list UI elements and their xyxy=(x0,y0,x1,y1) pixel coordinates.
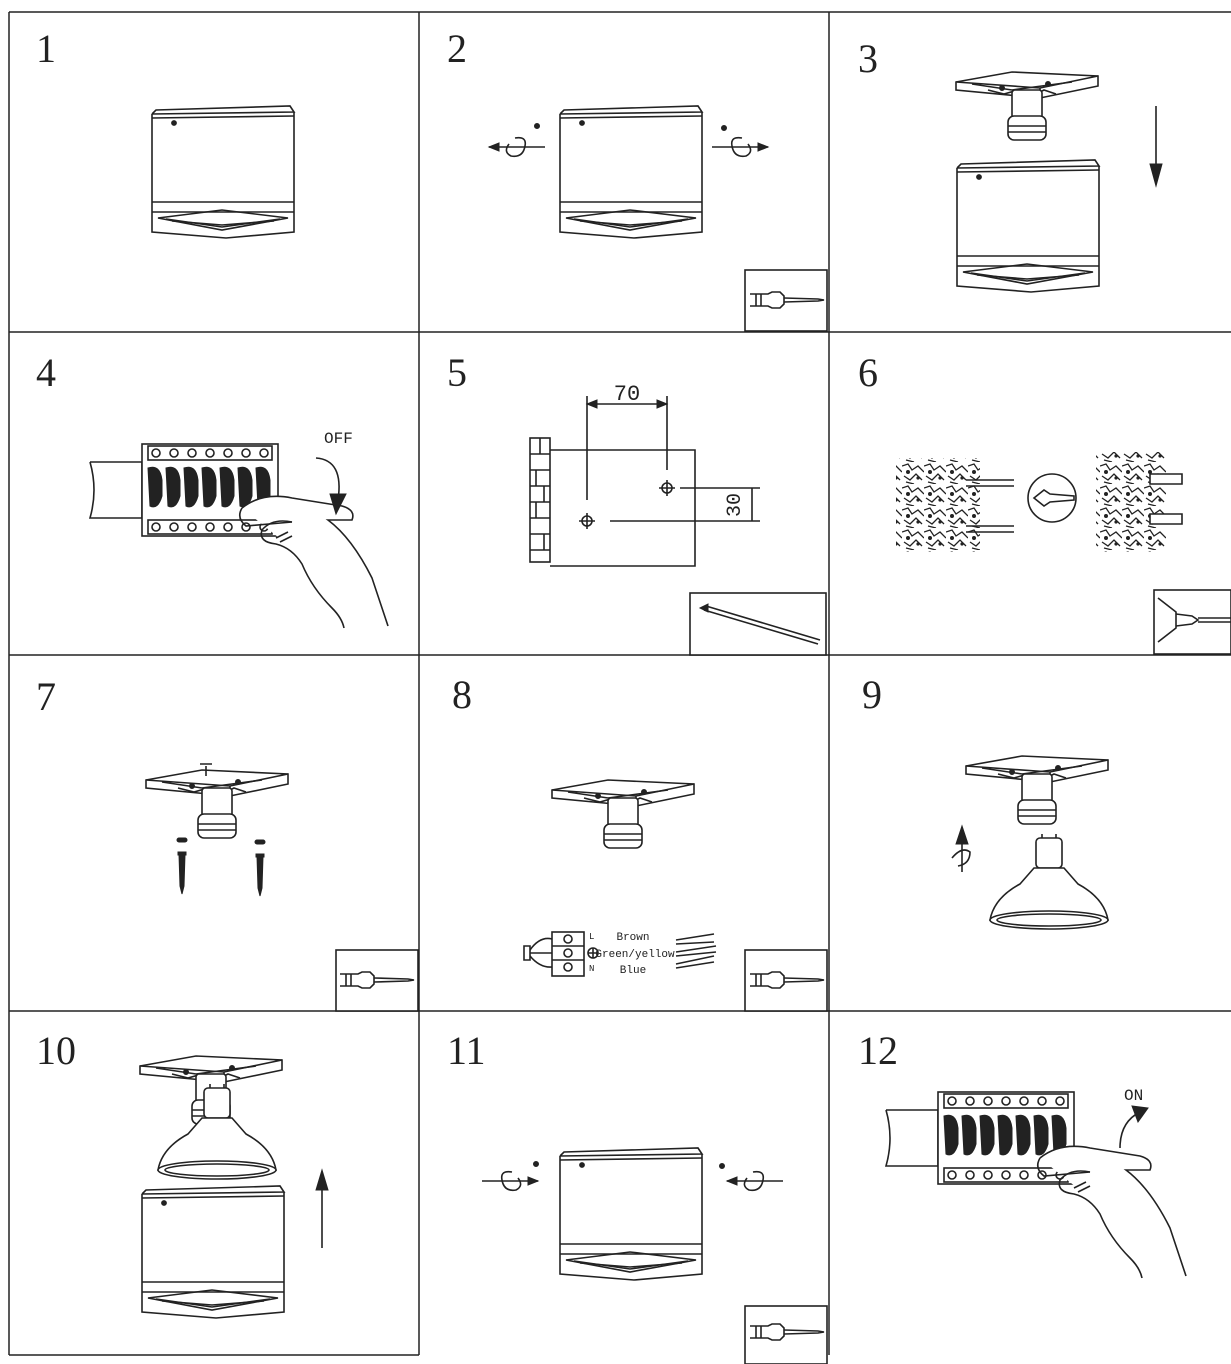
screw-icon xyxy=(254,839,266,897)
screw-in-left-arrow-icon xyxy=(481,1170,539,1192)
luminaire-cube xyxy=(956,157,1100,293)
step-number-9: 9 xyxy=(862,672,882,717)
step-5-panel: 5 70 30 xyxy=(447,350,827,656)
hole-mark xyxy=(659,480,675,496)
step-10-panel: 10 xyxy=(36,1028,329,1319)
hand xyxy=(1036,1145,1187,1279)
switch-off-label: OFF xyxy=(324,430,353,448)
screwdriver-icon xyxy=(744,269,828,332)
mounting-plate xyxy=(145,763,289,839)
unscrew-left-arrow-icon xyxy=(488,123,546,158)
luminaire-cube xyxy=(559,103,703,239)
step-8-panel: 8 L N Brown Green/yellow Blue xyxy=(452,672,828,1012)
step-11-panel: 11 xyxy=(447,1028,828,1364)
down-arrow-icon xyxy=(1149,106,1163,188)
step-number-7: 7 xyxy=(36,674,56,719)
curved-down-arrow-icon xyxy=(315,457,347,516)
terminal-n-label: N xyxy=(589,964,594,974)
step-number-3: 3 xyxy=(858,36,878,81)
hand xyxy=(238,495,389,629)
pencil-icon xyxy=(689,592,827,656)
step-6-panel: 6 xyxy=(858,350,1231,655)
dimension-30-label: 30 xyxy=(724,493,747,517)
curved-up-arrow-icon xyxy=(1119,1105,1149,1149)
step-number-6: 6 xyxy=(858,350,878,395)
wall-with-holes xyxy=(896,458,1014,552)
switch-on-label: ON xyxy=(1124,1087,1143,1105)
step-2-panel: 2 xyxy=(447,26,828,332)
step-number-5: 5 xyxy=(447,350,467,395)
step-number-1: 1 xyxy=(36,26,56,71)
wire-green-yellow-label: Green/yellow xyxy=(595,949,675,961)
wall-with-dowels xyxy=(1096,452,1183,552)
screwdriver-icon xyxy=(744,1305,828,1364)
unscrew-right-arrow-icon xyxy=(711,136,769,158)
screw-in-right-arrow-icon xyxy=(726,1170,784,1192)
screw-icon xyxy=(176,837,188,895)
mounting-plate xyxy=(965,755,1109,825)
step-7-panel: 7 xyxy=(36,674,419,1012)
step-1-panel: 1 xyxy=(36,26,295,239)
reflector-bulb xyxy=(157,1083,277,1180)
step-number-4: 4 xyxy=(36,350,56,395)
dimension-horizontal: 70 xyxy=(585,382,669,500)
luminaire-cube xyxy=(151,103,295,239)
screwdriver-icon xyxy=(744,949,828,1012)
earth-symbol-icon xyxy=(587,947,599,959)
wires xyxy=(675,933,717,969)
dimension-70-label: 70 xyxy=(614,382,640,407)
screwdriver-icon xyxy=(335,949,419,1012)
dimension-vertical: 30 xyxy=(610,487,760,522)
wire-blue-label: Blue xyxy=(620,965,646,977)
twist-up-arrow-icon xyxy=(951,824,971,872)
step-4-panel: 4 OFF xyxy=(36,350,389,629)
step-number-10: 10 xyxy=(36,1028,76,1073)
luminaire-cube xyxy=(141,1183,285,1319)
mounting-plate xyxy=(551,779,695,849)
reflector-bulb xyxy=(989,833,1109,930)
step-number-2: 2 xyxy=(447,26,467,71)
grid-frame xyxy=(8,11,1231,1356)
luminaire-cube xyxy=(559,1145,703,1281)
circuit-breaker-panel xyxy=(885,1091,1075,1185)
step-3-panel: 3 xyxy=(858,36,1163,293)
step-number-12: 12 xyxy=(858,1028,898,1073)
drill-bit-icon xyxy=(1027,473,1077,523)
step-12-panel: 12 ON xyxy=(858,1028,1187,1279)
wire-brown-label: Brown xyxy=(616,932,649,944)
up-arrow-icon xyxy=(315,1168,329,1248)
drilling-template xyxy=(550,449,696,567)
step-number-11: 11 xyxy=(447,1028,486,1073)
terminal-block: L N xyxy=(523,931,599,977)
step-9-panel: 9 xyxy=(862,672,1109,930)
hole-mark xyxy=(579,513,595,529)
mounting-plate xyxy=(955,71,1099,141)
drill-icon xyxy=(1153,589,1231,655)
wall-section xyxy=(529,437,551,563)
step-number-8: 8 xyxy=(452,672,472,717)
terminal-l-label: L xyxy=(589,932,594,942)
circuit-breaker-panel xyxy=(89,443,279,537)
